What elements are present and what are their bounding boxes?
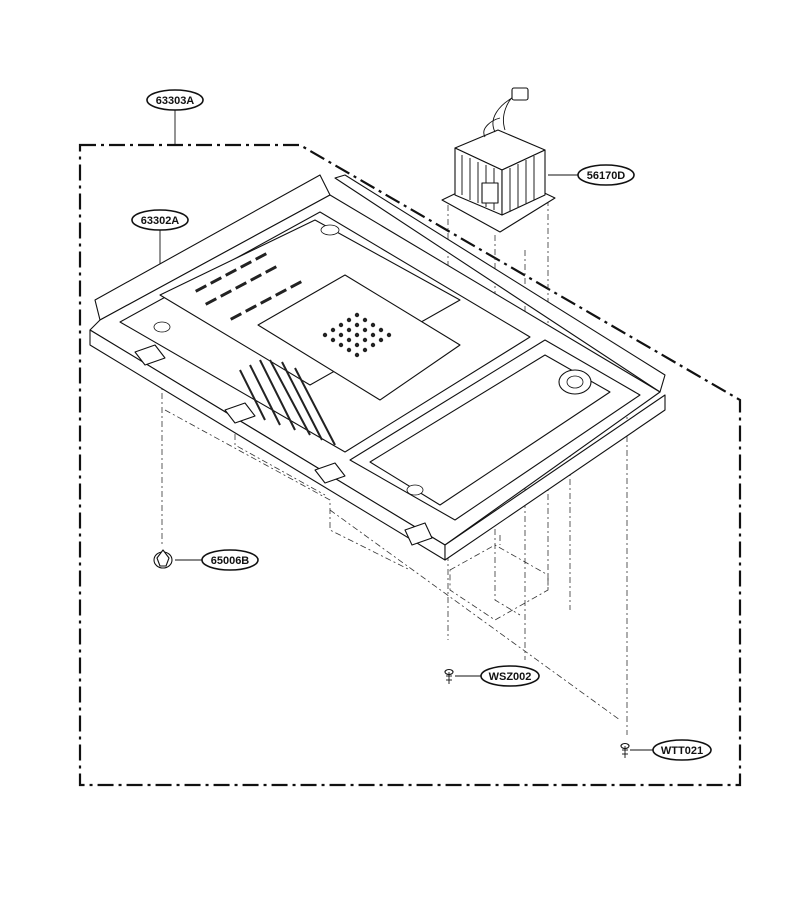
callout-label: WSZ002: [489, 671, 532, 683]
callout-label: 63302A: [141, 215, 180, 227]
callout-56170D: 56170D: [577, 164, 635, 186]
screw-wtt021-part: [620, 742, 630, 758]
callout-63302A: 63302A: [131, 209, 189, 231]
callout-63303A: 63303A: [146, 89, 204, 111]
callout-label: 65006B: [211, 555, 250, 567]
screw-wsz002-part: [444, 668, 454, 684]
assembly-boundary: [78, 143, 742, 787]
rivet-part: [153, 549, 173, 569]
transformer-part: [441, 87, 556, 233]
callout-label: 56170D: [587, 170, 626, 182]
callout-65006B: 65006B: [201, 549, 259, 571]
callout-WSZ002: WSZ002: [480, 665, 540, 687]
callout-label: 63303A: [156, 95, 195, 107]
callout-label: WTT021: [661, 745, 703, 757]
base-plate: [89, 174, 666, 561]
callout-WTT021: WTT021: [652, 739, 712, 761]
vent-slots: [194, 252, 392, 446]
